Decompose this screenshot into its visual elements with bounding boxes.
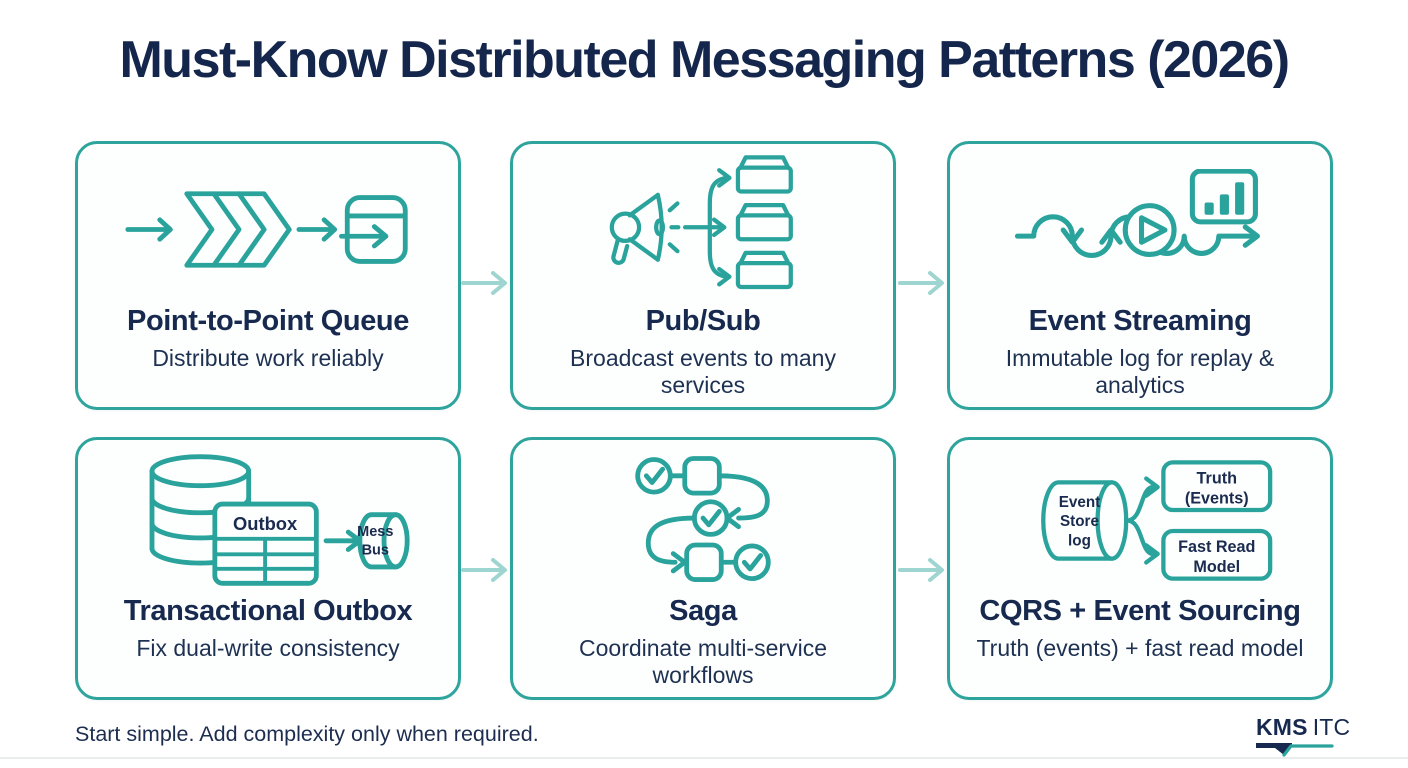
card-title: Pub/Sub (645, 305, 761, 337)
footer-note: Start simple. Add complexity only when r… (75, 722, 539, 746)
brand-primary: KMS (1256, 714, 1308, 740)
card-subtitle: Truth (events) + fast read model (976, 634, 1304, 661)
message-bus-label: Bus (362, 542, 389, 558)
card-icon-wrap (608, 446, 798, 594)
flow-arrow-icon (461, 271, 507, 295)
pattern-card-event-streaming: Event Streaming Immutable log for replay… (947, 141, 1333, 410)
brand-secondary: ITC (1312, 714, 1351, 740)
truth-events-label: Truth (1196, 469, 1236, 487)
card-subtitle: Broadcast events to many services (570, 344, 836, 399)
queue-flow-icon (125, 190, 408, 268)
truth-events-label: (Events) (1184, 489, 1248, 507)
outbox-db-icon: Outbox Mess Bus (149, 453, 410, 586)
pattern-card-saga: Saga Coordinate multi-service workflows (510, 437, 896, 700)
pattern-card-cqrs-event-sourcing: Event Store log Truth (Events) Fast Read… (947, 437, 1333, 700)
event-store-label: Store (1059, 513, 1098, 530)
card-subtitle: Fix dual-write consistency (136, 634, 400, 661)
event-store-label: Event (1058, 494, 1100, 511)
flow-arrow-icon (898, 558, 944, 582)
pattern-card-transactional-outbox: Outbox Mess Bus Transactional Outbox Fix… (75, 437, 461, 700)
pubsub-fanout-icon (609, 155, 793, 290)
saga-workflow-icon (635, 456, 771, 582)
brand-underline-icon (1256, 743, 1334, 757)
fast-read-model-label: Fast Read (1178, 537, 1255, 555)
card-icon-wrap (123, 154, 413, 304)
card-title: Event Streaming (1028, 305, 1252, 337)
pattern-card-pub-sub: Pub/Sub Broadcast events to many service… (510, 141, 896, 410)
card-title: Transactional Outbox (123, 595, 413, 627)
card-title: CQRS + Event Sourcing (979, 595, 1301, 627)
page-title: Must-Know Distributed Messaging Patterns… (119, 31, 1290, 89)
card-subtitle: Coordinate multi-service workflows (579, 634, 827, 689)
outbox-table-label: Outbox (233, 513, 298, 534)
pattern-card-point-to-point-queue: Point-to-Point Queue Distribute work rel… (75, 141, 461, 410)
card-title: Saga (669, 595, 737, 627)
bottom-divider (0, 757, 1408, 759)
message-bus-label: Mess (357, 523, 393, 539)
card-icon-wrap (1013, 154, 1268, 304)
fast-read-model-label: Model (1193, 557, 1240, 575)
flow-arrow-icon (461, 558, 507, 582)
card-title: Point-to-Point Queue (127, 305, 409, 337)
card-subtitle: Distribute work reliably (152, 344, 384, 371)
card-icon-wrap: Outbox Mess Bus (118, 446, 418, 594)
card-subtitle: Immutable log for replay & analytics (1005, 344, 1275, 399)
event-store-label: log (1068, 532, 1091, 549)
card-icon-wrap: Event Store log Truth (Events) Fast Read… (993, 446, 1288, 594)
event-stream-icon (1014, 169, 1260, 258)
cqrs-split-icon: Event Store log Truth (Events) Fast Read… (1040, 459, 1272, 581)
card-icon-wrap (605, 154, 801, 304)
flow-arrow-icon (898, 271, 944, 295)
